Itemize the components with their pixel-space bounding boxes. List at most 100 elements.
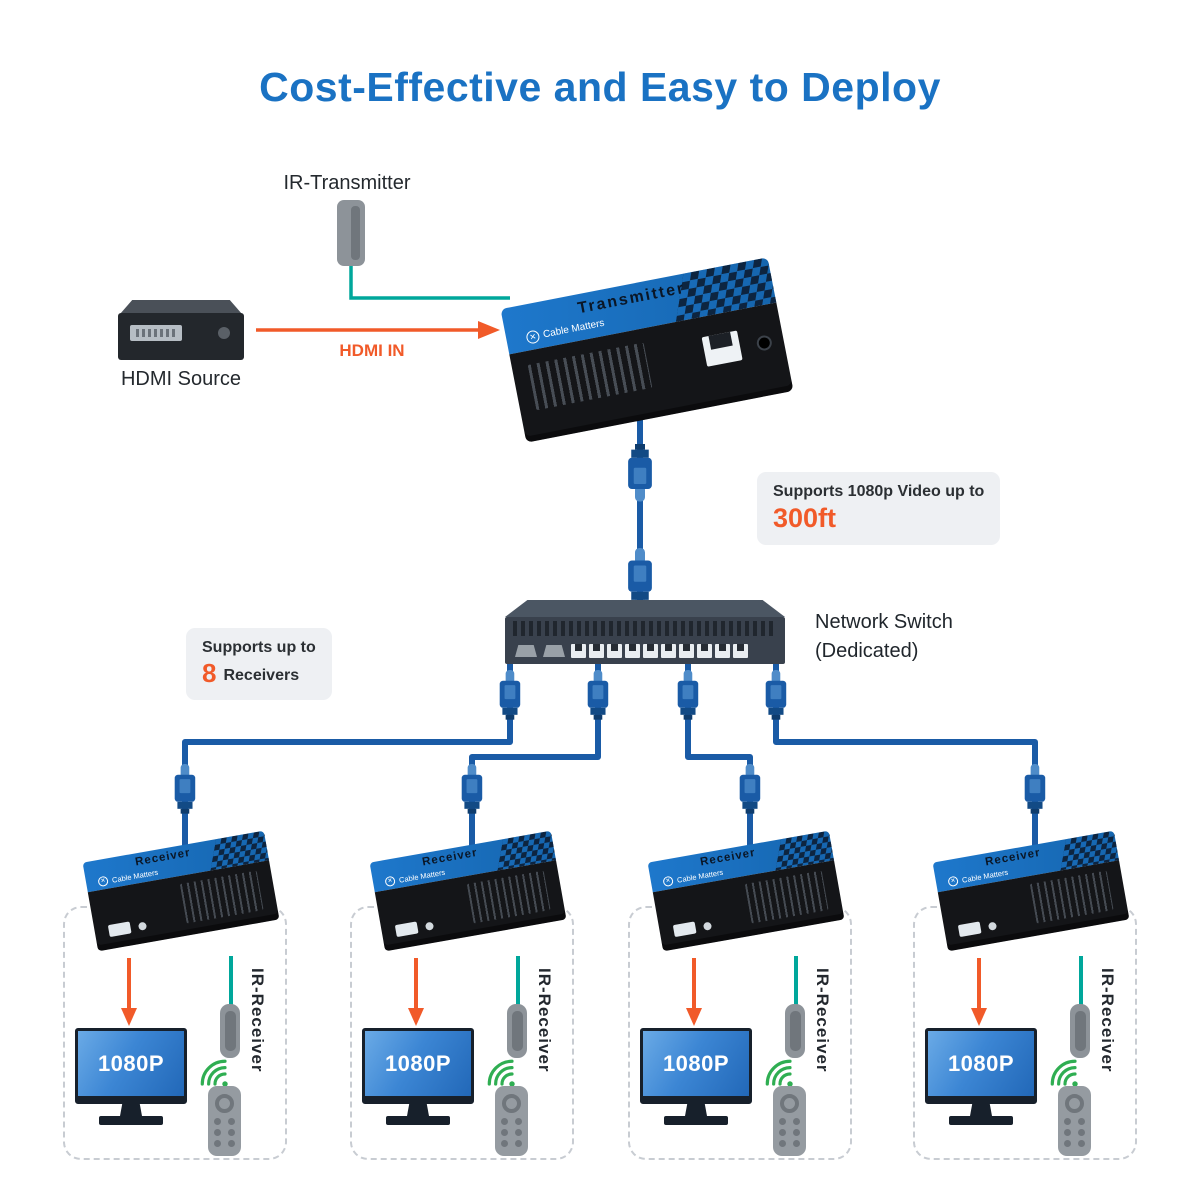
monitor-screen: 1080P <box>925 1028 1037 1104</box>
ir-receiver-label: IR-Receiver <box>535 968 554 1073</box>
down-arrow-icon <box>686 958 702 1026</box>
rj45-plug-icon <box>499 670 521 720</box>
remote-buttons <box>495 1118 528 1147</box>
device-vents <box>527 342 653 411</box>
network-switch-label: Network Switch (Dedicated) <box>815 608 953 666</box>
remote-buttons <box>208 1118 241 1147</box>
monitor-neck <box>407 1104 429 1116</box>
receiver-label: Receiver <box>421 846 479 869</box>
page-title: Cost-Effective and Easy to Deploy <box>259 64 941 110</box>
switch-ports <box>515 643 777 659</box>
monitor-neck <box>970 1104 992 1116</box>
receivers-callout: Supports up to 8 Receivers <box>186 628 332 700</box>
receiver-group: Receiver Cable Matters 1080P IR <box>628 830 852 1166</box>
rj45-port-icon <box>607 644 622 658</box>
monitor-screen: 1080P <box>640 1028 752 1104</box>
ir-transmitter-icon <box>337 200 365 266</box>
bandwidth-text: Supports 1080p Video up to <box>773 483 985 500</box>
monitor-base <box>386 1116 450 1125</box>
ir-waves-icon <box>1050 1059 1078 1087</box>
ir-waves-icon <box>765 1059 793 1087</box>
rj45-port-icon <box>733 644 748 658</box>
serial-port-icon <box>543 645 565 657</box>
remote-control-icon <box>495 1086 528 1156</box>
ir-receiver-cable <box>229 956 233 1006</box>
device-vents <box>1029 870 1114 924</box>
remote-dpad <box>502 1094 521 1113</box>
hdmi-source-label: HDMI Source <box>120 368 242 390</box>
receiver-label: Receiver <box>984 846 1042 869</box>
switch-label-line1: Network Switch <box>815 611 953 633</box>
ir-receiver-label: IR-Receiver <box>1098 968 1117 1073</box>
ir-jack <box>424 921 435 931</box>
receivers-count: 8 <box>202 658 217 688</box>
monitor-screen: 1080P <box>362 1028 474 1104</box>
serial-port-icon <box>515 645 537 657</box>
hdmi-source-top <box>120 300 242 314</box>
device-vents <box>179 870 264 924</box>
bandwidth-callout: Supports 1080p Video up to 300ft <box>757 472 1001 545</box>
hdmi-source-front <box>118 313 244 360</box>
hdmi-out-port <box>957 921 982 938</box>
ir-receiver-icon <box>785 1004 805 1058</box>
rj45-plug-icon <box>174 764 196 814</box>
monitor-neck <box>685 1104 707 1116</box>
ethernet-port <box>701 330 743 367</box>
ir-jack <box>987 921 998 931</box>
remote-control-icon <box>208 1086 241 1156</box>
hdmi-in-arrowhead <box>478 321 500 339</box>
switch-front <box>505 617 785 664</box>
rj45-port-icon <box>715 644 730 658</box>
hdmi-source-knob <box>218 327 230 339</box>
rj45-plug-icon <box>765 670 787 720</box>
receiver-label: Receiver <box>699 846 757 869</box>
receivers-suffix: Receivers <box>223 667 300 684</box>
rj45-plug-icon <box>628 444 652 502</box>
down-arrow-icon <box>121 958 137 1026</box>
device-vents <box>466 870 551 924</box>
ir-transmitter-lens <box>351 206 360 260</box>
ir-jack <box>137 921 148 931</box>
remote-dpad <box>215 1094 234 1113</box>
switch-label-line2: (Dedicated) <box>815 640 919 662</box>
rj45-port-icon <box>643 644 658 658</box>
monitor-base <box>949 1116 1013 1125</box>
rj45-plug-icon <box>587 670 609 720</box>
rj45-port-icon <box>625 644 640 658</box>
receiver-group: Receiver Cable Matters 1080P IR <box>913 830 1137 1166</box>
rj45-port-icon <box>589 644 604 658</box>
ir-receiver-cable <box>516 956 520 1006</box>
receiver-label: Receiver <box>134 846 192 869</box>
hdmi-source-display <box>130 325 182 341</box>
receiver-group: Receiver Cable Matters 1080P IR <box>350 830 574 1166</box>
rj45-plug-icon <box>1024 764 1046 814</box>
receiver-group: Receiver Cable Matters 1080P IR <box>63 830 287 1166</box>
remote-control-icon <box>1058 1086 1091 1156</box>
brand-logo-icon <box>947 875 959 888</box>
ir-receiver-label: IR-Receiver <box>813 968 832 1073</box>
hdmi-out-port <box>672 921 697 938</box>
ir-receiver-icon <box>1070 1004 1090 1058</box>
monitor-neck <box>120 1104 142 1116</box>
device-vents <box>744 870 829 924</box>
switch-top <box>505 600 785 617</box>
remote-dpad <box>780 1094 799 1113</box>
rj45-plug-icon <box>739 764 761 814</box>
ethernet-cable-4 <box>773 660 1038 858</box>
receivers-callout-text: Supports up to <box>202 639 316 656</box>
ir-receiver-cable <box>794 956 798 1006</box>
monitor: 1080P <box>640 1028 752 1125</box>
monitor: 1080P <box>925 1028 1037 1125</box>
rj45-port-icon <box>571 644 586 658</box>
rj45-port-icon <box>661 644 676 658</box>
remote-buttons <box>773 1118 806 1147</box>
monitor: 1080P <box>362 1028 474 1125</box>
rj45-plug-icon <box>677 670 699 720</box>
ir-receiver-icon <box>220 1004 240 1058</box>
power-port <box>755 334 774 352</box>
bandwidth-value: 300ft <box>773 503 837 533</box>
ethernet-cable-2 <box>469 660 601 858</box>
monitor: 1080P <box>75 1028 187 1125</box>
down-arrow-icon <box>971 958 987 1026</box>
ir-transmitter-label: IR-Transmitter <box>283 172 411 194</box>
